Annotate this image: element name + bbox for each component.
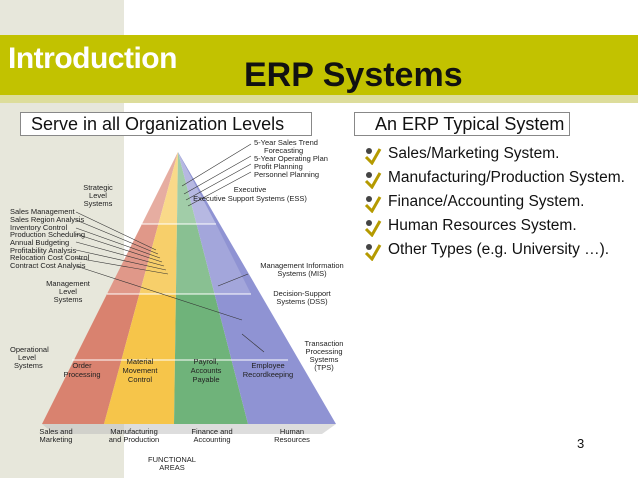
cell-order-2: Processing — [63, 370, 100, 379]
cell-employee-2: Recordkeeping — [243, 370, 293, 379]
dss-label-2: Systems (DSS) — [276, 297, 328, 306]
management-label-1: Management — [46, 279, 91, 288]
ess-system-label-1: Executive — [234, 185, 267, 194]
right-column-header: An ERP Typical System — [354, 112, 570, 136]
page-number: 3 — [577, 436, 585, 451]
dss-label-1: Decision-Support — [273, 289, 331, 298]
section-band — [0, 35, 124, 95]
list-item: Manufacturing/Production System. — [362, 166, 625, 190]
cell-order-1: Order — [72, 361, 92, 370]
section-label: Introduction — [8, 42, 177, 75]
functional-areas-1: FUNCTIONAL — [148, 455, 196, 464]
operational-label-2: Level — [18, 353, 36, 362]
list-item: Finance/Accounting System. — [362, 190, 625, 214]
left-label-5: Annual Budgeting — [10, 238, 69, 247]
left-label-8: Contract Cost Analysis — [10, 261, 86, 270]
list-item-text: Finance/Accounting System. — [388, 193, 585, 210]
left-column-header: Serve in all Organization Levels — [20, 112, 312, 136]
cell-material-2: Movement — [122, 366, 158, 375]
left-label-3: Inventory Control — [10, 223, 67, 232]
mis-label-2: Systems (MIS) — [277, 269, 327, 278]
ess-label-5: Personnel Planning — [254, 170, 319, 179]
list-item: Human Resources System. — [362, 214, 625, 238]
bullet-icon — [364, 196, 382, 213]
bullet-icon — [364, 220, 382, 237]
management-label-3: Systems — [54, 295, 83, 304]
pyramid-hr-segment — [178, 152, 336, 424]
area-finance-1: Finance and — [191, 427, 232, 436]
strategic-label-2: Level — [89, 191, 107, 200]
tps-label-1: Transaction — [305, 339, 344, 348]
list-item: Other Types (e.g. University …). — [362, 238, 625, 262]
left-label-2: Sales Region Analysis — [10, 215, 84, 224]
tps-label-2: Processing — [305, 347, 342, 356]
area-hr-1: Human — [280, 427, 304, 436]
title-band — [124, 35, 638, 103]
bullet-icon — [364, 172, 382, 189]
left-label-7: Relocation Cost Control — [10, 253, 90, 262]
strategic-label-3: Systems — [84, 199, 113, 208]
list-item-text: Human Resources System. — [388, 217, 577, 234]
title-band-strip — [0, 95, 638, 103]
bullet-icon — [364, 244, 382, 261]
ess-label-1: 5-Year Sales Trend — [254, 138, 318, 147]
cell-payroll-3: Payable — [192, 375, 219, 384]
cell-employee-1: Employee — [251, 361, 284, 370]
ess-label-2: Forecasting — [264, 146, 303, 155]
pyramid-sales-segment — [42, 152, 178, 424]
strategic-label-1: Strategic — [83, 183, 113, 192]
list-item-text: Other Types (e.g. University …). — [388, 241, 610, 258]
management-label-2: Level — [59, 287, 77, 296]
area-sales-1: Sales and — [39, 427, 72, 436]
erp-system-list: Sales/Marketing System. Manufacturing/Pr… — [362, 142, 625, 262]
slide-title: ERP Systems — [244, 56, 463, 94]
list-item-text: Manufacturing/Production System. — [388, 169, 625, 186]
left-label-1: Sales Management — [10, 207, 76, 216]
left-label-4: Production Scheduling — [10, 230, 85, 239]
list-item: Sales/Marketing System. — [362, 142, 625, 166]
operational-label-1: Operational — [10, 345, 49, 354]
erp-pyramid-diagram: 5-Year Sales Trend Forecasting 5-Year Op… — [10, 138, 344, 472]
tps-label-3: Systems — [310, 355, 339, 364]
cell-payroll-1: Payroll, — [193, 357, 218, 366]
ess-label-4: Profit Planning — [254, 162, 303, 171]
ess-system-label: Executive Support Systems (ESS) — [193, 194, 307, 203]
area-hr-2: Resources — [274, 435, 310, 444]
bullet-icon — [364, 148, 382, 165]
cell-material-1: Material — [127, 357, 154, 366]
area-sales-2: Marketing — [40, 435, 73, 444]
ess-label-3: 5-Year Operating Plan — [254, 154, 328, 163]
operational-label-3: Systems — [14, 361, 43, 370]
area-finance-2: Accounting — [193, 435, 230, 444]
cell-payroll-2: Accounts — [191, 366, 222, 375]
functional-areas-2: AREAS — [159, 463, 184, 472]
mis-label-1: Management Information — [260, 261, 343, 270]
left-label-6: Profitability Analysis — [10, 246, 77, 255]
tps-label-4: (TPS) — [314, 363, 334, 372]
cell-material-3: Control — [128, 375, 153, 384]
area-mfg-1: Manufacturing — [110, 427, 158, 436]
area-mfg-2: and Production — [109, 435, 159, 444]
list-item-text: Sales/Marketing System. — [388, 145, 560, 162]
pyramid-manufacturing-segment — [104, 152, 178, 424]
pyramid-finance-segment — [174, 152, 248, 424]
